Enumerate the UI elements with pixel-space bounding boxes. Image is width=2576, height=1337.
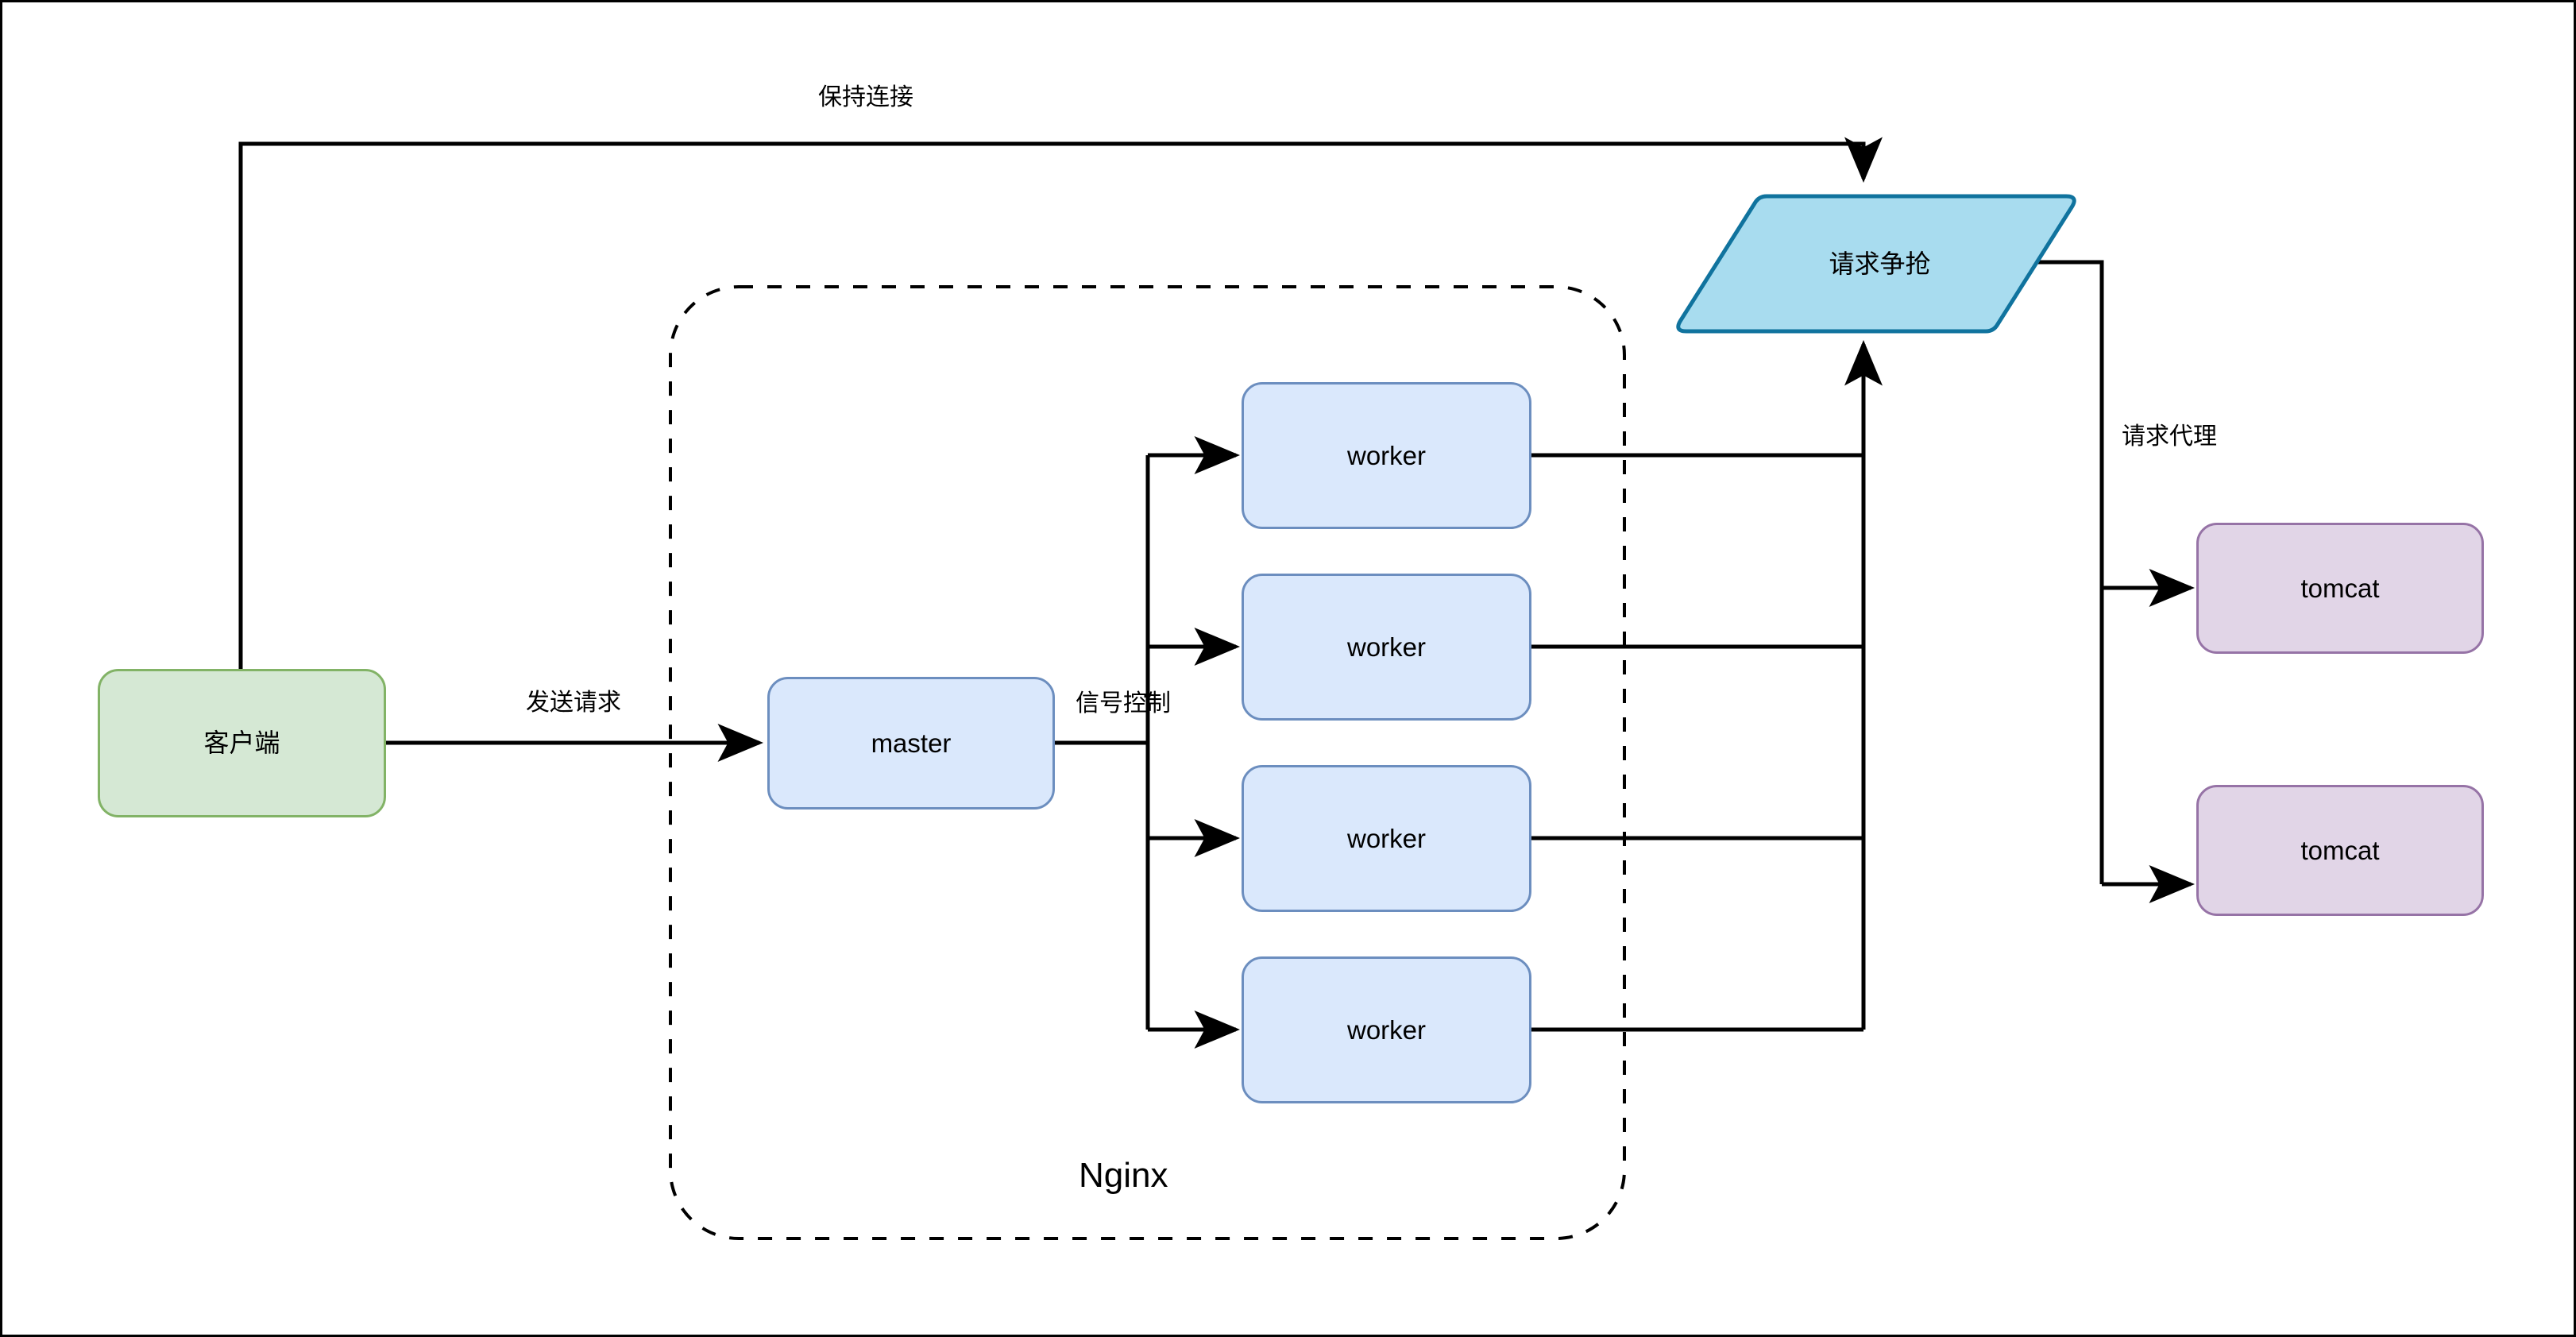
node-worker-3-label: worker xyxy=(1346,823,1427,853)
edge-label-request-proxy: 请求代理 xyxy=(2122,416,2217,451)
node-worker-2[interactable]: worker xyxy=(1242,574,1531,721)
node-tomcat-1[interactable]: tomcat xyxy=(2196,523,2484,654)
node-worker-2-label: worker xyxy=(1346,632,1427,662)
node-worker-1-label: worker xyxy=(1346,440,1427,470)
nginx-group-label-text: Nginx xyxy=(1079,1156,1168,1195)
node-client[interactable]: 客户端 xyxy=(98,669,386,817)
node-request-contend[interactable]: 请求争抢 xyxy=(1681,196,2079,331)
edge-label-signal-control: 信号控制 xyxy=(1076,683,1171,718)
nginx-group-boundary xyxy=(669,285,1626,1240)
node-client-label: 客户端 xyxy=(203,728,280,759)
node-master[interactable]: master xyxy=(767,677,1055,810)
edge-label-keep-alive-text: 保持连接 xyxy=(818,83,913,111)
node-tomcat-1-label: tomcat xyxy=(2300,573,2380,603)
node-request-contend-label: 请求争抢 xyxy=(1829,248,1931,279)
edge-label-send-request: 发送请求 xyxy=(526,682,621,717)
node-tomcat-2[interactable]: tomcat xyxy=(2196,785,2484,916)
edge-label-request-proxy-text: 请求代理 xyxy=(2122,423,2217,450)
edge-label-signal-control-text: 信号控制 xyxy=(1076,690,1171,717)
node-worker-4[interactable]: worker xyxy=(1242,956,1531,1103)
contend-shape xyxy=(1676,194,2076,334)
edge-contend-proxy-bus xyxy=(1964,243,2104,884)
node-worker-3[interactable]: worker xyxy=(1242,765,1531,912)
node-worker-4-label: worker xyxy=(1346,1014,1427,1045)
node-master-label: master xyxy=(871,728,952,758)
edge-label-send-request-text: 发送请求 xyxy=(526,689,621,717)
node-tomcat-2-label: tomcat xyxy=(2300,835,2380,865)
nginx-group-label: Nginx xyxy=(1079,1156,1168,1196)
node-worker-1[interactable]: worker xyxy=(1242,382,1531,529)
edge-keep-alive xyxy=(238,137,1883,742)
edge-label-keep-alive: 保持连接 xyxy=(818,77,913,112)
